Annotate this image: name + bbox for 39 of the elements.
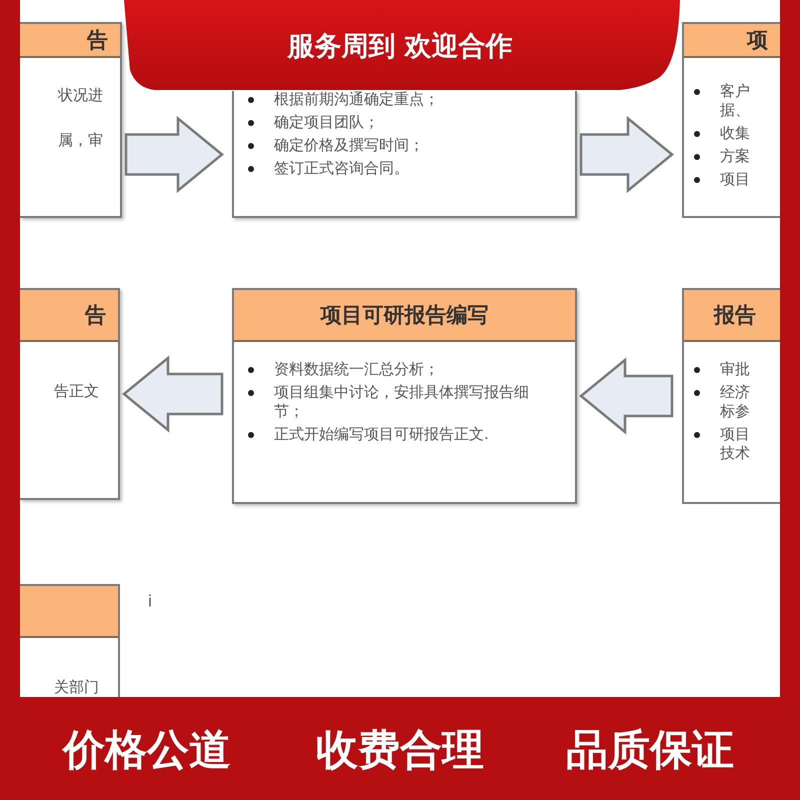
bullet-item: 客户据、 [720,82,753,120]
bullet-item: 资料数据统一汇总分析； [274,360,558,379]
step-heading: 项 [747,27,768,54]
process-box [682,288,780,504]
body-text: 关部门 [54,678,100,697]
process-box [682,22,780,218]
bullet-item: 根据前期沟通确定重点； [274,90,568,109]
process-box [232,91,577,218]
stray-mark: i [148,592,152,610]
process-box [20,288,120,500]
bullet-item: 确定价格及撰写时间； [274,136,568,155]
step-heading: 项目可研报告编写 [320,302,488,329]
bullet-item: 项目 [720,170,753,189]
bullet-item: 确定项目团队； [274,113,568,132]
step-heading: 告 [85,302,106,329]
step-heading: 告 [87,27,108,54]
step-heading: 报告 [714,302,756,329]
block-arrow [579,357,674,435]
slogan-text: 收费合理 [316,724,484,776]
slogan-text: 品质保证 [566,724,734,776]
process-box [20,22,122,218]
bullet-item: 正式开始编写项目可研报告正文. [274,425,558,444]
slogan-text: 服务周到 欢迎合作 [287,30,513,64]
bullet-item: 经济标参 [720,383,753,421]
slogan-text: 价格公道 [63,724,231,776]
process-box [20,584,120,697]
process-box [232,288,577,504]
bullet-item: 项目技术 [720,425,753,463]
bullet-item: 收集 [720,124,753,143]
body-text: 属，审 [58,131,104,150]
bullet-item: 签订正式咨询合同。 [274,159,568,178]
body-text: 状况进 [58,86,104,105]
block-arrow [580,116,674,194]
block-arrow [122,355,224,433]
bullet-item: 审批 [720,360,753,379]
block-arrow [124,116,224,194]
body-text: 告正文 [54,382,100,401]
bullet-item: 项目组集中讨论，安排具体撰写报告细节； [274,383,558,421]
bullet-item: 方案 [720,147,753,166]
